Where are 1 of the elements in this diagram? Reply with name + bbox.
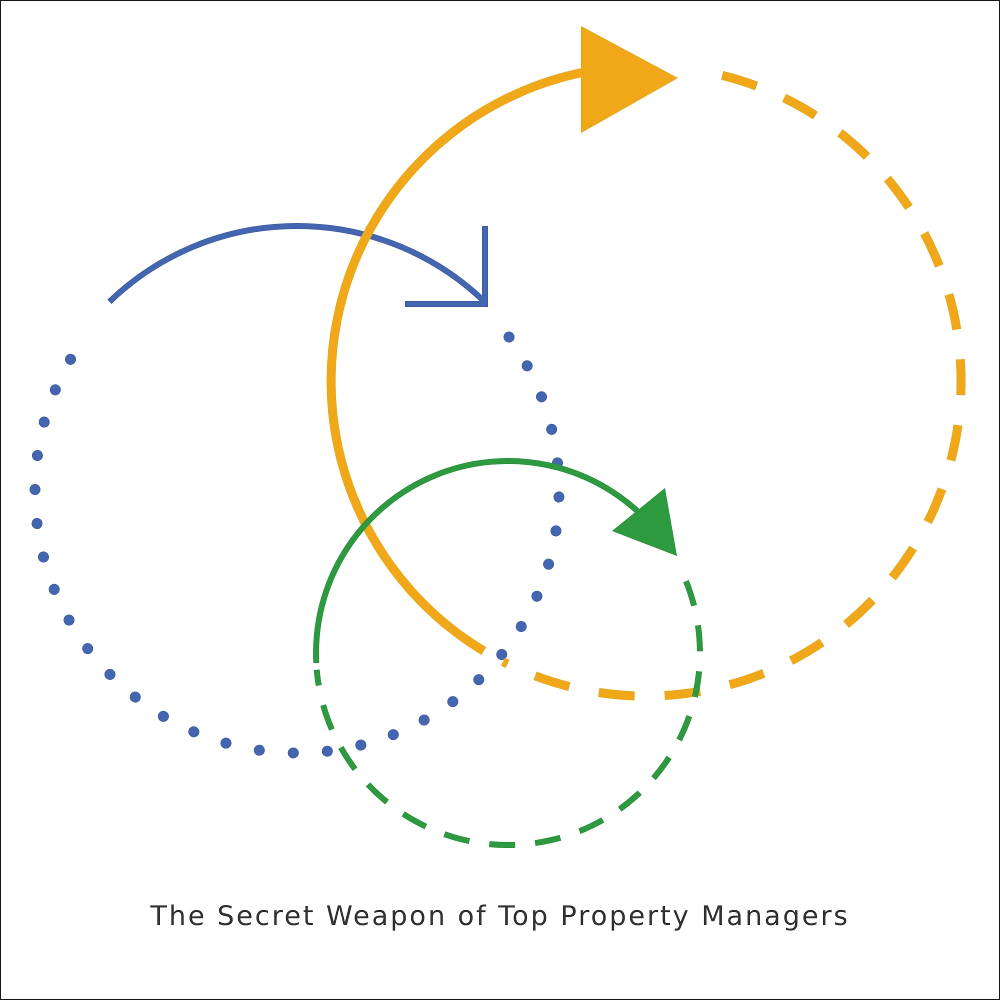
caption: The Secret Weapon of Top Property Managers — [150, 901, 850, 932]
